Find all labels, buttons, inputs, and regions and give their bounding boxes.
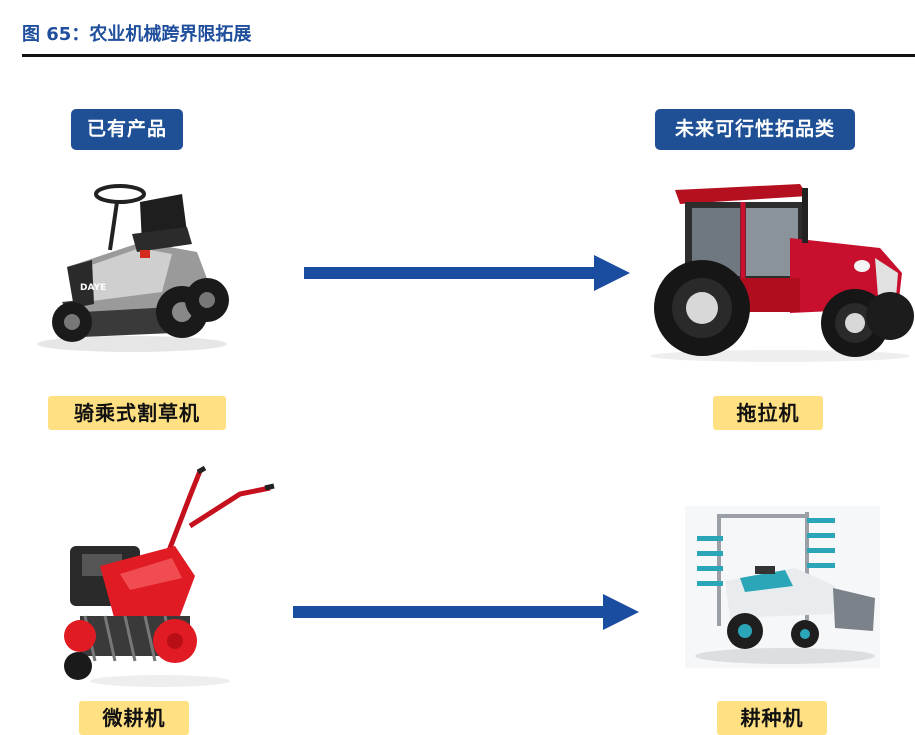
figure-title: 图 65：农业机械跨界限拓展: [22, 24, 252, 45]
label-riding-mower: 骑乘式割草机: [48, 396, 226, 430]
arrow-right-icon: [293, 594, 639, 630]
label-micro-tiller: 微耕机: [79, 701, 189, 735]
rice-transplanter-icon: [685, 506, 880, 668]
micro-tiller-icon: [64, 465, 275, 687]
mower-brand-text: DAYE: [80, 283, 106, 293]
arrow-right-icon: [304, 255, 630, 291]
existing-products-header: 已有产品: [71, 109, 183, 150]
label-tractor: 拖拉机: [713, 396, 823, 430]
tractor-icon: [650, 184, 914, 362]
riding-mower-icon: DAYE: [37, 184, 229, 352]
future-categories-header: 未来可行性拓品类: [655, 109, 855, 150]
label-rice-transplanter: 耕种机: [717, 701, 827, 735]
title-divider: [22, 54, 915, 57]
